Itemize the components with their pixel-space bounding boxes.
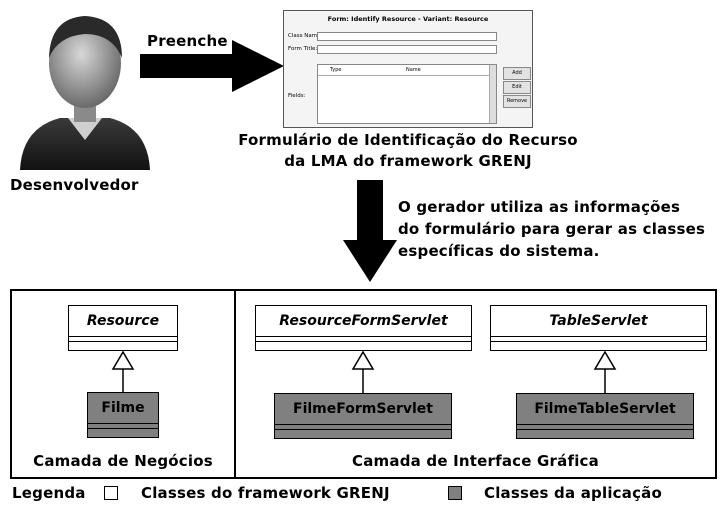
- fill-arrow-icon: [140, 40, 284, 92]
- developer-avatar-icon: [20, 16, 150, 170]
- fields-label: Fields:: [288, 93, 306, 99]
- table-servlet-name: TableServlet: [549, 313, 648, 329]
- filme-table-servlet-name: FilmeTableServlet: [534, 401, 676, 417]
- developer-label: Desenvolvedor: [10, 176, 139, 194]
- form-title-field: [317, 45, 497, 54]
- legend-app-swatch: [448, 486, 462, 500]
- col-type-header: Type: [330, 67, 342, 73]
- remove-button: Remove: [503, 95, 531, 108]
- generate-arrow-icon: [343, 180, 397, 282]
- generator-text-line3: específicas do sistema.: [398, 242, 600, 260]
- legend-title: Legenda: [12, 484, 86, 502]
- filme-class-name: Filme: [101, 400, 145, 416]
- filme-table-servlet-class: FilmeTableServlet: [516, 393, 694, 439]
- filme-class: Filme: [87, 392, 159, 438]
- form-screenshot: Form: Identify Resource - Variant: Resou…: [283, 10, 533, 128]
- resource-form-servlet-name: ResourceFormServlet: [279, 313, 448, 329]
- resource-form-servlet-class: ResourceFormServlet: [255, 305, 472, 351]
- generator-text-line2: do formulário para gerar as classes: [398, 220, 706, 238]
- gui-layer-panel: [234, 289, 717, 479]
- table-servlet-class: TableServlet: [490, 305, 707, 351]
- generator-text-line1: O gerador utiliza as informações: [398, 198, 681, 216]
- class-name-field: [317, 32, 497, 41]
- legend-app-label: Classes da aplicação: [484, 484, 663, 502]
- form-title-label: Form Title:: [288, 46, 318, 52]
- resource-class-name: Resource: [86, 313, 160, 329]
- fill-label: Preenche: [147, 32, 228, 50]
- form-caption-line1: Formulário de Identificação do Recurso: [238, 131, 578, 149]
- legend-framework-swatch: [104, 486, 118, 500]
- add-button: Add: [503, 67, 531, 80]
- col-name-header: Name: [406, 67, 421, 73]
- gui-layer-caption: Camada de Interface Gráfica: [352, 452, 599, 470]
- fields-grid: Type Name: [317, 64, 497, 124]
- grid-scrollbar: [489, 65, 496, 123]
- filme-form-servlet-name: FilmeFormServlet: [293, 401, 433, 417]
- legend-framework-label: Classes do framework GRENJ: [141, 484, 390, 502]
- edit-button: Edit: [503, 81, 531, 94]
- resource-class: Resource: [68, 305, 178, 351]
- business-layer-caption: Camada de Negócios: [33, 452, 213, 470]
- class-name-label: Class Name:: [288, 33, 323, 39]
- form-title: Form: Identify Resource - Variant: Resou…: [327, 15, 489, 23]
- form-caption-line2: da LMA do framework GRENJ: [284, 152, 532, 170]
- filme-form-servlet-class: FilmeFormServlet: [274, 393, 452, 439]
